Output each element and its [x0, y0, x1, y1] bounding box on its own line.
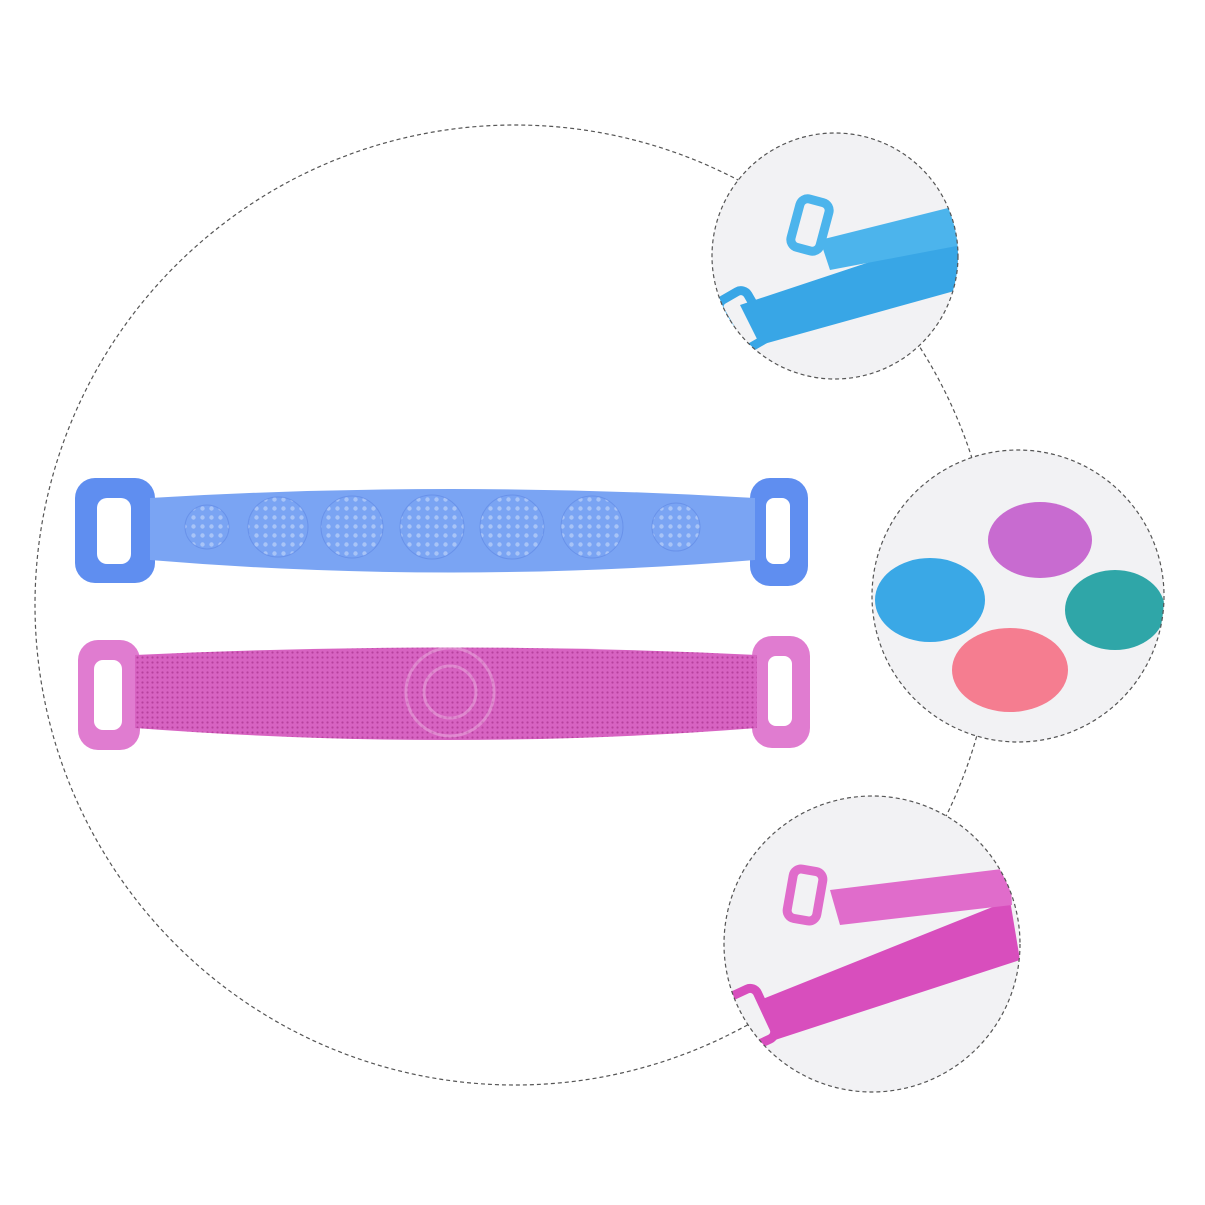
- inset-rolled-scrubbers: [871, 449, 1165, 743]
- blue-back-scrubber: [75, 478, 808, 586]
- pink-back-scrubber: [78, 636, 810, 750]
- inset-magenta-scrubber: [723, 795, 1021, 1093]
- inset-cyan-scrubber: [711, 132, 959, 380]
